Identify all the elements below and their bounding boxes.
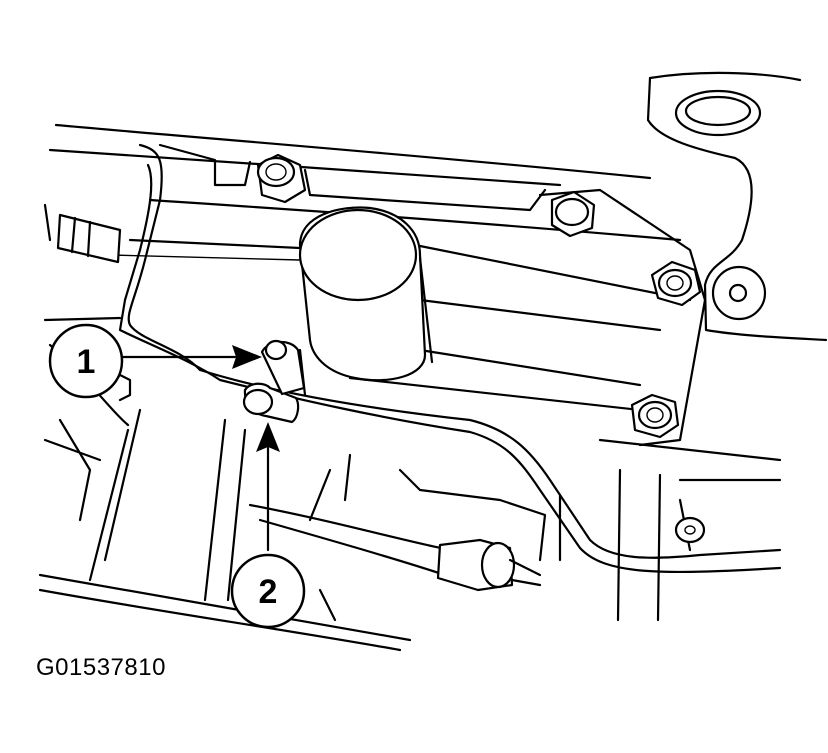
bolt-right-lower bbox=[630, 393, 680, 439]
engine-block bbox=[646, 71, 828, 342]
figure-id: G01537810 bbox=[36, 654, 166, 681]
callout-1-leader bbox=[118, 345, 262, 369]
lower-hose bbox=[248, 503, 542, 592]
callout-2-leader bbox=[256, 422, 280, 552]
housing-rails bbox=[48, 123, 682, 261]
callout-2: 2 bbox=[230, 553, 306, 629]
mounting-bracket bbox=[348, 188, 707, 447]
callout-1: 1 bbox=[48, 323, 124, 399]
callout-1-label: 1 bbox=[77, 343, 96, 381]
bolt-right-upper bbox=[650, 260, 702, 307]
pipe-clip bbox=[242, 339, 307, 424]
callout-2-label: 2 bbox=[259, 573, 278, 611]
cylinder-component bbox=[298, 206, 434, 382]
bolt-top-middle bbox=[550, 190, 596, 238]
left-connector bbox=[43, 203, 122, 264]
bolt-top-left bbox=[256, 153, 307, 204]
